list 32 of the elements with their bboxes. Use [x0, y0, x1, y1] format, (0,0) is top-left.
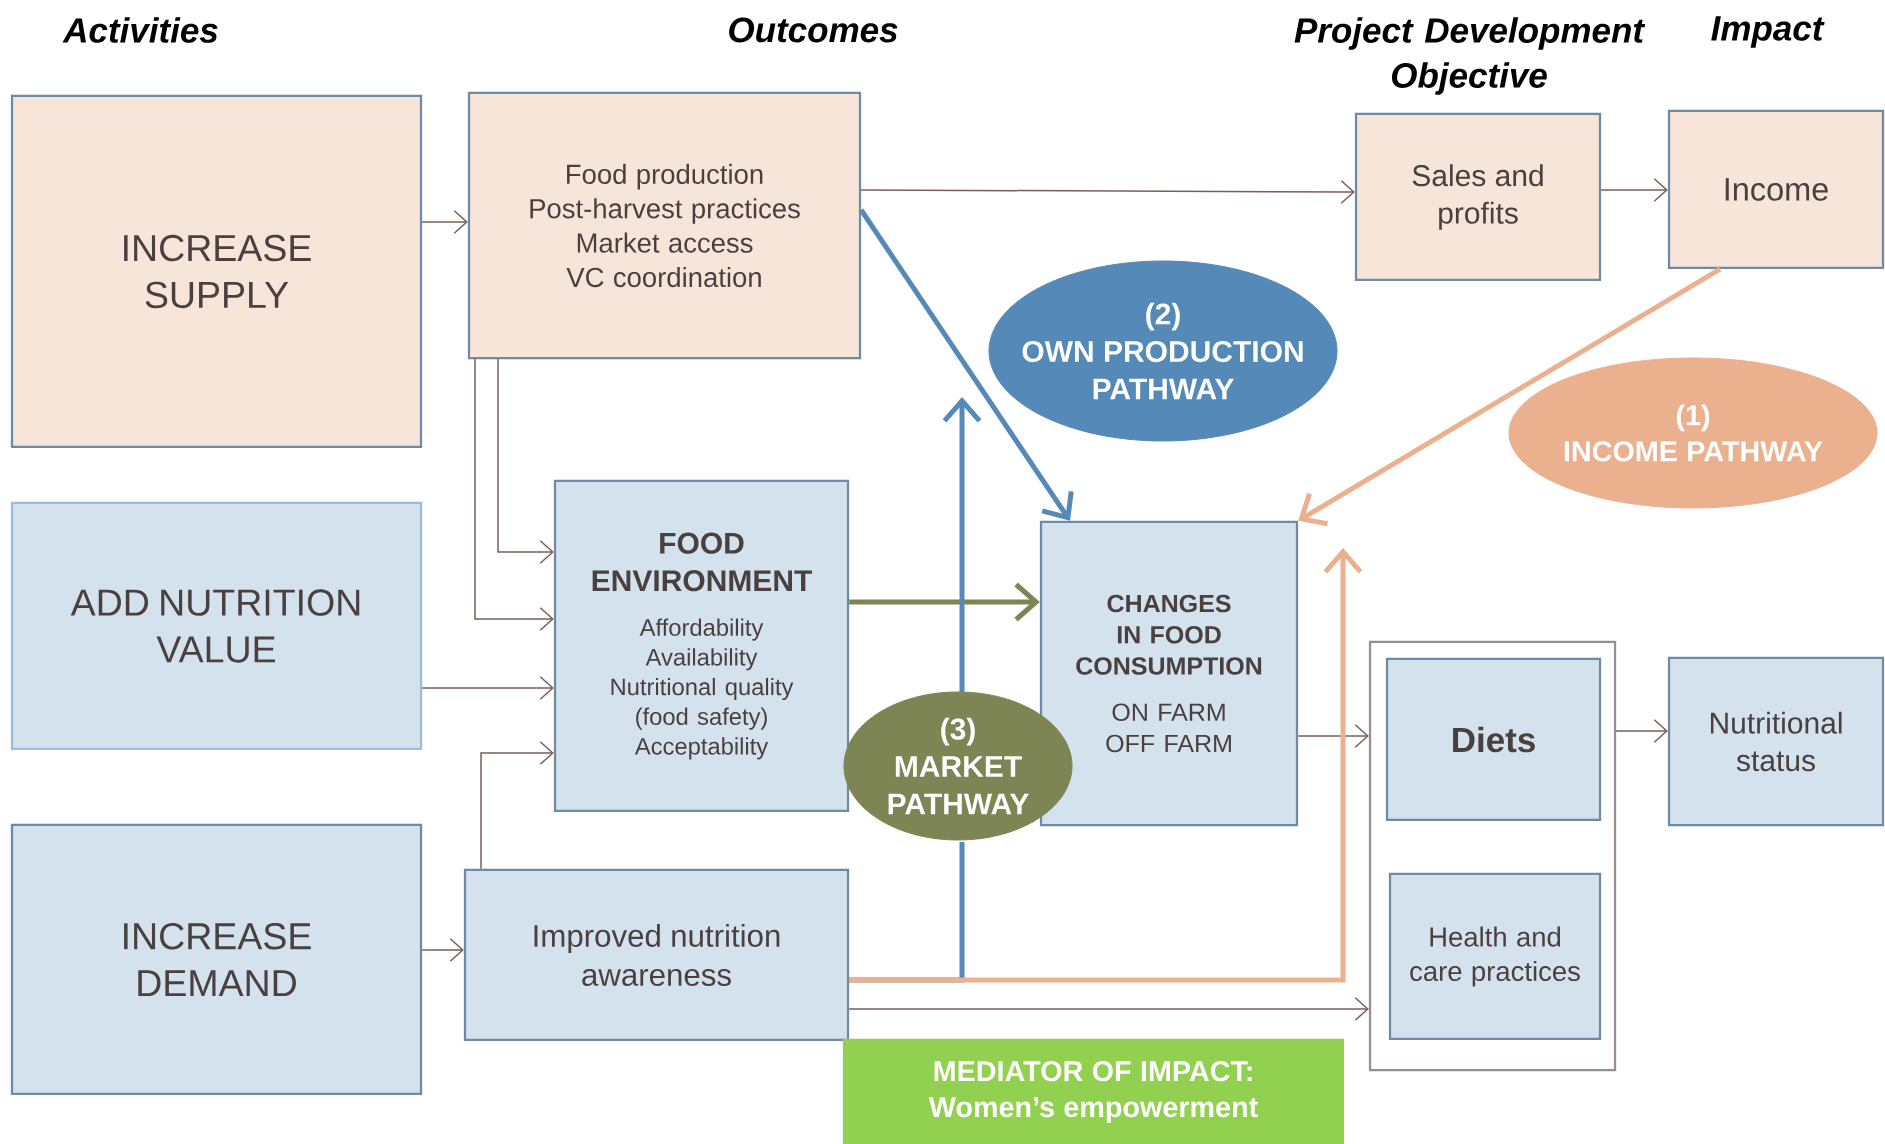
- outcome-box: CHANGES IN FOOD CONSUMPTION ON FARM OFF FARM: [1039, 520, 1299, 827]
- arrow: [1600, 178, 1668, 202]
- arrow: [849, 548, 1363, 983]
- arrow: [421, 938, 464, 962]
- column-heading: Activities: [62, 17, 218, 43]
- activity-box: INCREASE DEMAND: [10, 823, 423, 1096]
- arrow: [421, 210, 468, 234]
- arrow: [848, 997, 1369, 1021]
- mediator-box: MEDIATOR OF IMPACT: Women’s empowerment: [842, 1038, 1345, 1144]
- arrow: [859, 208, 1074, 521]
- arrow: [1297, 724, 1369, 748]
- arrow: [849, 582, 1040, 622]
- arrow: [1298, 266, 1722, 527]
- outcome-box: Diets: [1385, 657, 1602, 822]
- arrow: [480, 741, 554, 870]
- objective-box: Sales and profits: [1354, 112, 1602, 282]
- column-heading: Project Development Objective: [1294, 17, 1646, 95]
- activity-box: INCREASE SUPPLY: [10, 94, 423, 449]
- outcome-box: Health and care practices: [1388, 872, 1602, 1041]
- arrow: [1615, 719, 1668, 743]
- arrow: [860, 179, 1355, 204]
- impact-box: Income: [1667, 109, 1885, 270]
- arrow: [497, 358, 554, 564]
- impact-box: Nutritional status: [1667, 656, 1885, 827]
- column-heading: Outcomes: [729, 17, 898, 43]
- outcome-box: Food production Post-harvest practices Market access VC coordination: [467, 91, 862, 360]
- arrow: [421, 676, 554, 700]
- column-heading: Impact: [1711, 16, 1825, 48]
- outcome-box: FOOD ENVIRONMENT Affordability Availability Nutritional quality (food safety) Acceptability: [553, 479, 850, 813]
- arrow: [474, 358, 554, 631]
- outcome-box: Improved nutrition awareness: [463, 868, 850, 1042]
- activity-box: ADD NUTRITION VALUE: [10, 501, 423, 751]
